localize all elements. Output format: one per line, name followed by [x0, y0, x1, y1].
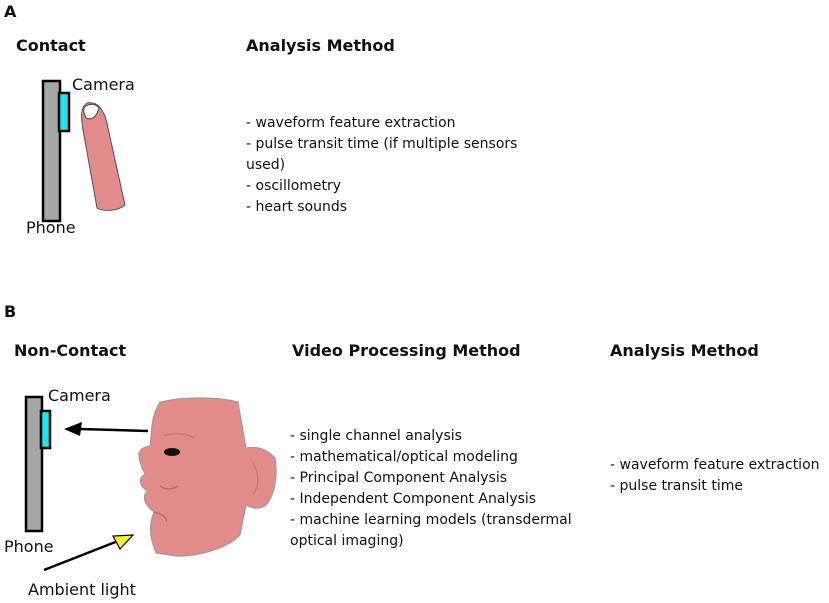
face-b	[138, 397, 277, 557]
panel-b-ambient-light-label: Ambient light	[28, 580, 136, 599]
panel-b-video-list: - single channel analysis - mathematical…	[290, 426, 595, 552]
list-item: - oscillometry	[246, 178, 342, 194]
panel-b-camera-label: Camera	[48, 386, 111, 405]
panel-b-mode-heading: Non-Contact	[14, 341, 127, 360]
list-item: - machine learning models (transdermal o…	[290, 512, 572, 549]
camera-a-lens	[57, 91, 71, 133]
panel-b-analysis-list: - waveform feature extraction - pulse tr…	[610, 455, 825, 497]
list-item: - waveform feature extraction	[246, 115, 456, 131]
list-item: - Independent Component Analysis	[290, 491, 537, 507]
arrow-ambient-light	[43, 534, 135, 572]
panel-b-analysis-heading: Analysis Method	[610, 341, 759, 360]
panel-a-letter: A	[4, 2, 17, 21]
list-item: - Principal Component Analysis	[290, 470, 508, 486]
panel-a-analysis-heading: Analysis Method	[246, 36, 395, 55]
panel-b-video-heading: Video Processing Method	[292, 341, 521, 360]
phone-b-body	[24, 395, 44, 533]
arrow-face-to-camera	[64, 422, 149, 436]
phone-a-body	[41, 79, 62, 223]
list-item: - mathematical/optical modeling	[290, 449, 518, 465]
list-item: - heart sounds	[246, 199, 348, 215]
panel-b-phone-label: Phone	[4, 537, 54, 556]
list-item: - waveform feature extraction	[610, 457, 820, 473]
panel-a-phone-label: Phone	[26, 218, 76, 237]
panel-a-mode-heading: Contact	[16, 36, 86, 55]
panel-a-analysis-list: - waveform feature extraction - pulse tr…	[246, 113, 546, 218]
camera-b-lens	[39, 409, 52, 450]
list-item: - single channel analysis	[290, 428, 462, 444]
panel-b-letter: B	[4, 302, 17, 321]
face-eye	[164, 448, 180, 456]
finger-a	[81, 102, 126, 211]
list-item: - pulse transit time	[610, 478, 743, 494]
list-item: - pulse transit time (if multiple sensor…	[246, 136, 518, 173]
panel-a-camera-label: Camera	[72, 75, 135, 94]
